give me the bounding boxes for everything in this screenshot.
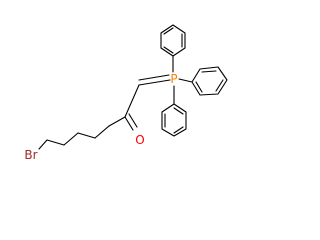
phenyl-top-outline xyxy=(160,24,186,57)
bond-c3-c4 xyxy=(77,132,96,139)
phosphorus-phenyl-bonds xyxy=(172,55,193,105)
bond-c2-c3 xyxy=(63,132,79,146)
oxygen-label: O xyxy=(135,133,144,147)
phenyl-ring-bottom xyxy=(161,103,187,137)
phenyl-top-double-2 xyxy=(163,27,174,35)
bromine-label: Br xyxy=(24,148,37,162)
phenyl-right-double-2 xyxy=(215,79,224,92)
phenyl-right-double-3 xyxy=(195,81,203,93)
bond-c4-c5 xyxy=(94,125,110,139)
bond-c5-c6 xyxy=(108,116,126,127)
phenyl-bottom-double-1 xyxy=(173,107,184,115)
bond-p-phenyl-right xyxy=(178,78,193,83)
phenyl-right-outline xyxy=(191,66,228,96)
bond-c6-c7 xyxy=(124,84,140,118)
phenyl-right-double-1 xyxy=(201,70,217,73)
phenyl-bottom-double-2 xyxy=(173,126,184,134)
bond-c6-o xyxy=(124,116,134,131)
phosphorus-label: P xyxy=(170,72,177,86)
bond-c7-p xyxy=(138,79,171,86)
phenyl-ring-right xyxy=(191,66,228,96)
bond-c6-o-double xyxy=(128,113,138,128)
carbonyl-group xyxy=(124,113,138,131)
ylide-group xyxy=(124,74,171,118)
bond-c7-p-double xyxy=(138,74,170,81)
bond-br-c1 xyxy=(38,139,48,150)
chemical-structure: Br O P xyxy=(24,24,228,162)
alkyl-chain xyxy=(38,116,126,150)
structure-canvas: Br O P xyxy=(24,24,228,162)
phenyl-ring-top xyxy=(160,24,186,57)
phenyl-top-double-3 xyxy=(163,46,174,54)
bond-c1-c2 xyxy=(46,139,65,146)
phenyl-bottom-outline xyxy=(161,103,187,137)
